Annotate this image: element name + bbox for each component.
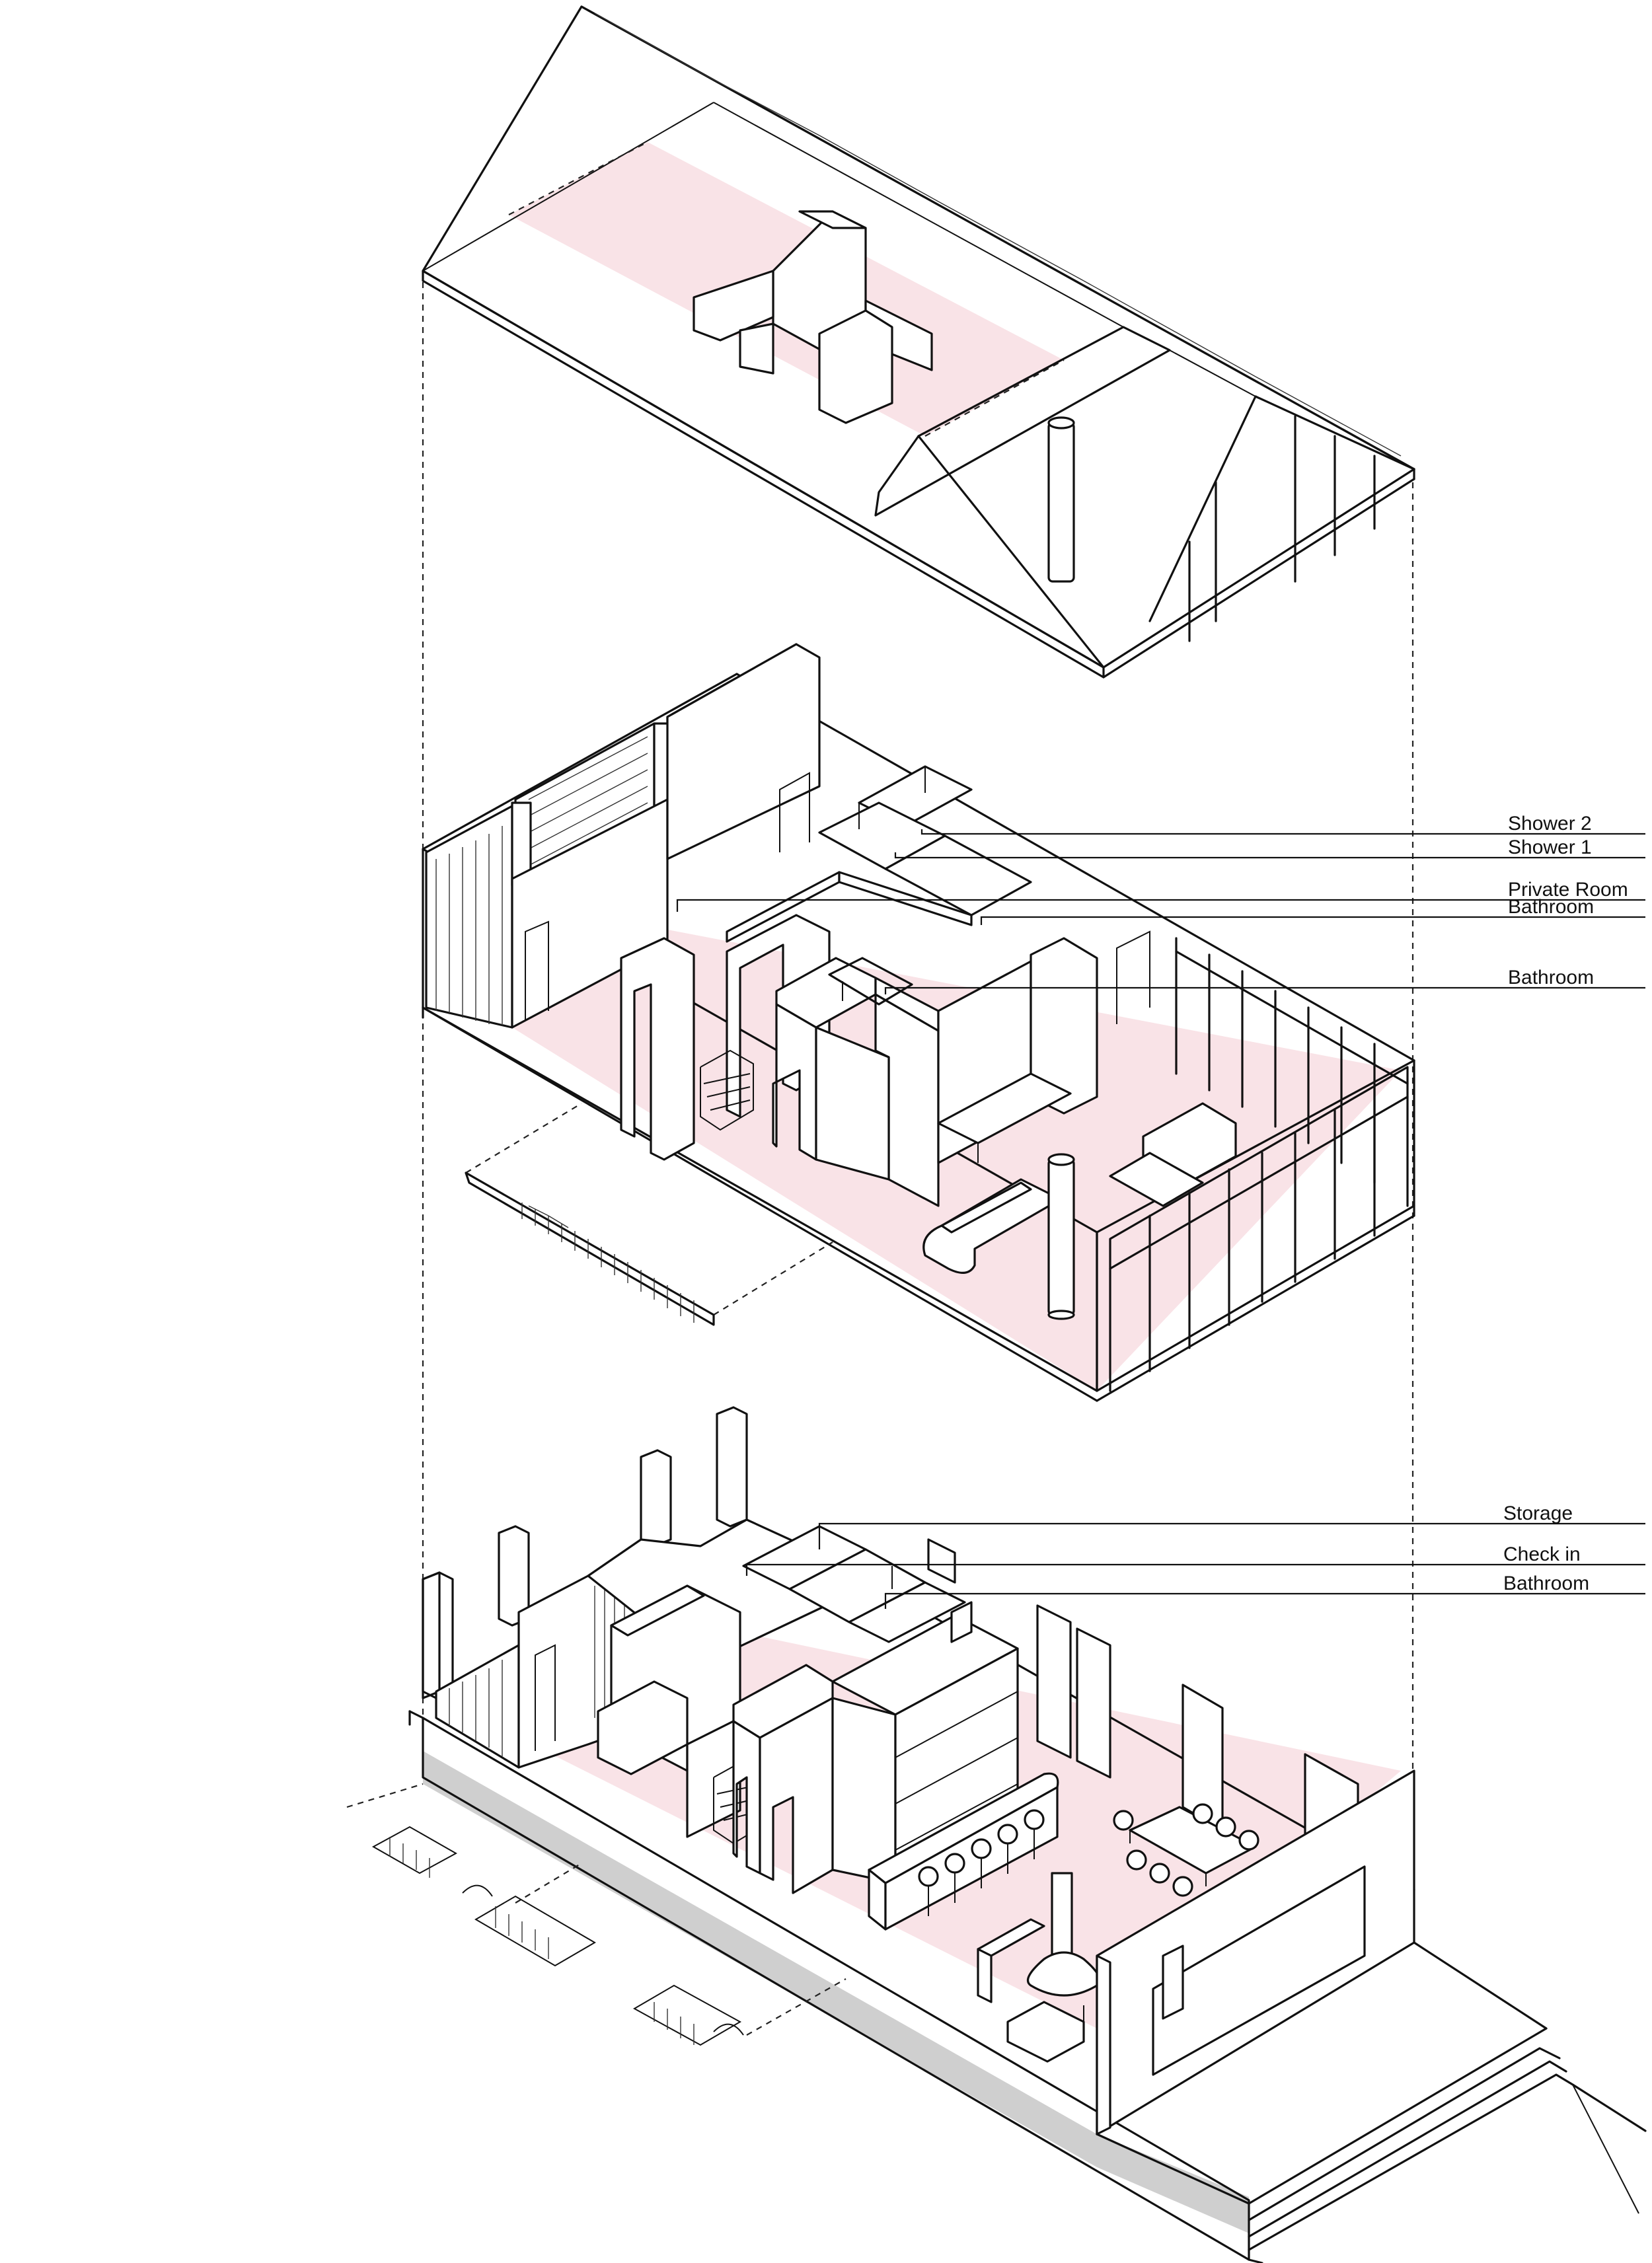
label-bathroom-a: Bathroom bbox=[1508, 896, 1594, 918]
ground-plinth-shadow bbox=[423, 1718, 1249, 2233]
ground-core-rooms bbox=[742, 1525, 966, 1643]
ground-exterior-stair bbox=[346, 1783, 846, 2046]
roof-chimney-flue bbox=[1047, 416, 1075, 583]
upper-glazing-walls bbox=[1109, 937, 1409, 1392]
label-private-room: Private Room bbox=[1508, 879, 1628, 901]
upper-floor-level bbox=[422, 643, 1415, 1402]
leader-shower-2 bbox=[920, 829, 1645, 835]
label-bathroom-ground: Bathroom bbox=[1503, 1573, 1589, 1594]
leader-bathroom-ground bbox=[884, 1592, 1645, 1609]
ground-dining-table-1 bbox=[1113, 1803, 1259, 1897]
upper-core-rooms bbox=[726, 765, 1032, 943]
leader-storage bbox=[818, 1522, 1645, 1549]
label-storage: Storage bbox=[1503, 1502, 1573, 1524]
roof-core-volume bbox=[693, 210, 933, 424]
ground-bar-stools bbox=[918, 1809, 1045, 1916]
leader-check-in bbox=[745, 1563, 1645, 1576]
upper-furniture bbox=[922, 1102, 1237, 1274]
roof-glazed-gable bbox=[1148, 395, 1415, 642]
upper-floor-tint bbox=[512, 928, 1401, 1391]
upper-fireplace-column bbox=[1047, 1153, 1075, 1320]
leader-bathroom-b bbox=[884, 986, 1645, 994]
ground-front-wall bbox=[1096, 1769, 1415, 2135]
ground-brick-columns bbox=[422, 1406, 748, 1699]
upper-exterior-stair bbox=[465, 1103, 833, 1326]
leader-bathroom-a bbox=[980, 916, 1645, 925]
label-bathroom-b: Bathroom bbox=[1508, 967, 1594, 988]
ground-fireplace bbox=[977, 1872, 1101, 2063]
roof-level bbox=[422, 5, 1415, 679]
upper-stairs bbox=[700, 1049, 754, 1131]
room-labels-ground: Storage Check in Bathroom bbox=[745, 1502, 1645, 1609]
ground-floor-level bbox=[346, 1406, 1647, 2263]
label-shower-2: Shower 2 bbox=[1508, 813, 1592, 835]
upper-bathroom-block bbox=[772, 957, 940, 1207]
leader-private-room bbox=[676, 899, 1645, 912]
label-check-in: Check in bbox=[1503, 1543, 1581, 1565]
ground-front-terrace-steps bbox=[1096, 1941, 1647, 2263]
room-labels-upper: Shower 2 Shower 1 Private Room Bathroom … bbox=[676, 813, 1645, 994]
label-shower-1: Shower 1 bbox=[1508, 836, 1592, 858]
leader-shower-1 bbox=[894, 852, 1645, 859]
roof-ridge-hatch bbox=[594, 13, 1402, 457]
